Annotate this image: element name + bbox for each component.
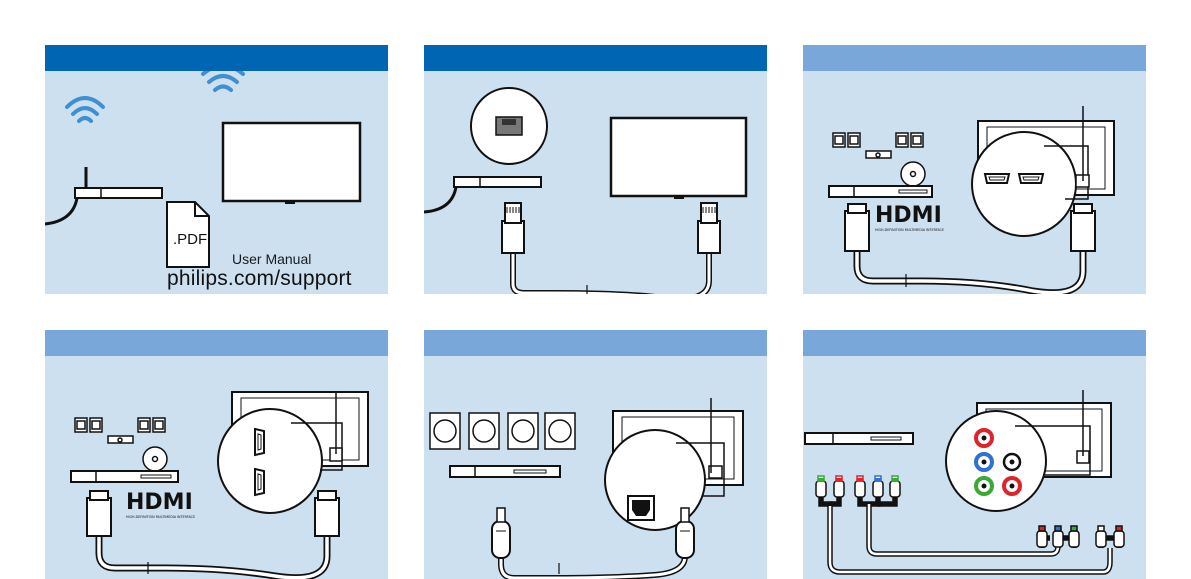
soundbar-icon <box>70 470 179 483</box>
soundbar-icon <box>828 185 933 198</box>
speakers-icon <box>832 132 926 187</box>
pdf-label: .PDF <box>173 231 207 248</box>
hdmi-logo: HDMI HIGH-DEFINITION MULTIMEDIA INTERFAC… <box>875 203 944 232</box>
panel-header <box>803 45 1146 71</box>
hdmi-ports-icon <box>971 106 1090 237</box>
panel-header <box>45 45 388 71</box>
component-ports-icon <box>945 390 1091 512</box>
rca-plugs-left <box>815 475 901 498</box>
router-icon <box>45 167 163 226</box>
svg-text:HDMI: HDMI <box>126 490 193 515</box>
svg-text:HIGH-DEFINITION MULTIMEDIA INT: HIGH-DEFINITION MULTIMEDIA INTERFACE <box>875 228 944 232</box>
speakers-icon <box>74 417 168 472</box>
svg-text:HDMI: HDMI <box>875 203 942 228</box>
ethernet-diagram <box>424 87 748 294</box>
wifi-icon <box>201 71 245 92</box>
panel-wifi-setup: .PDF User Manual philips.com/support <box>45 45 388 294</box>
panel-header <box>424 330 767 356</box>
hdmi-cable-icon <box>86 490 340 579</box>
support-url[interactable]: philips.com/support <box>167 267 352 290</box>
hdmi-logo: HDMI HIGH-DEFINITION MULTIMEDIA INTERFAC… <box>126 490 195 519</box>
panel-header <box>45 330 388 356</box>
component-diagram <box>804 390 1125 575</box>
panel-header <box>424 45 767 71</box>
hdmi-diagram: HDMI HIGH-DEFINITION MULTIMEDIA INTERFAC… <box>70 391 369 579</box>
ethernet-cable-icon <box>501 202 721 294</box>
hdmi-cable-icon <box>844 203 1096 294</box>
wifi-icon <box>65 96 105 123</box>
panel-hdmi-setup: HDMI HIGH-DEFINITION MULTIMEDIA INTERFAC… <box>45 330 388 579</box>
user-manual-label: User Manual <box>232 251 312 267</box>
panel-optical-setup <box>424 330 767 579</box>
speakers-icon <box>429 412 576 450</box>
rca-plugs-right <box>1036 525 1125 548</box>
optical-cable-icon <box>491 507 695 579</box>
optical-diagram <box>429 398 744 579</box>
hdmi-diagram: HDMI HIGH-DEFINITION MULTIMEDIA INTERFAC… <box>828 106 1115 294</box>
hdmi-ports-icon <box>217 391 343 514</box>
pdf-file-icon: .PDF <box>166 201 210 268</box>
panel-header <box>803 330 1146 356</box>
router-icon <box>424 176 542 214</box>
rca-cable-icon-inner <box>828 504 1112 574</box>
panel-ethernet-setup <box>424 45 767 294</box>
ethernet-port-icon <box>470 87 548 165</box>
soundbar-icon <box>449 465 561 478</box>
dvd-player-icon <box>804 432 914 445</box>
wifi-diagram: .PDF <box>45 71 362 268</box>
tv-icon <box>221 121 362 204</box>
optical-port-icon <box>604 398 725 531</box>
panel-hdmi-arc-setup: HDMI HIGH-DEFINITION MULTIMEDIA INTERFAC… <box>803 45 1146 294</box>
tv-icon <box>609 116 748 199</box>
svg-text:HIGH-DEFINITION MULTIMEDIA INT: HIGH-DEFINITION MULTIMEDIA INTERFACE <box>126 515 195 519</box>
panel-component-setup <box>803 330 1146 579</box>
